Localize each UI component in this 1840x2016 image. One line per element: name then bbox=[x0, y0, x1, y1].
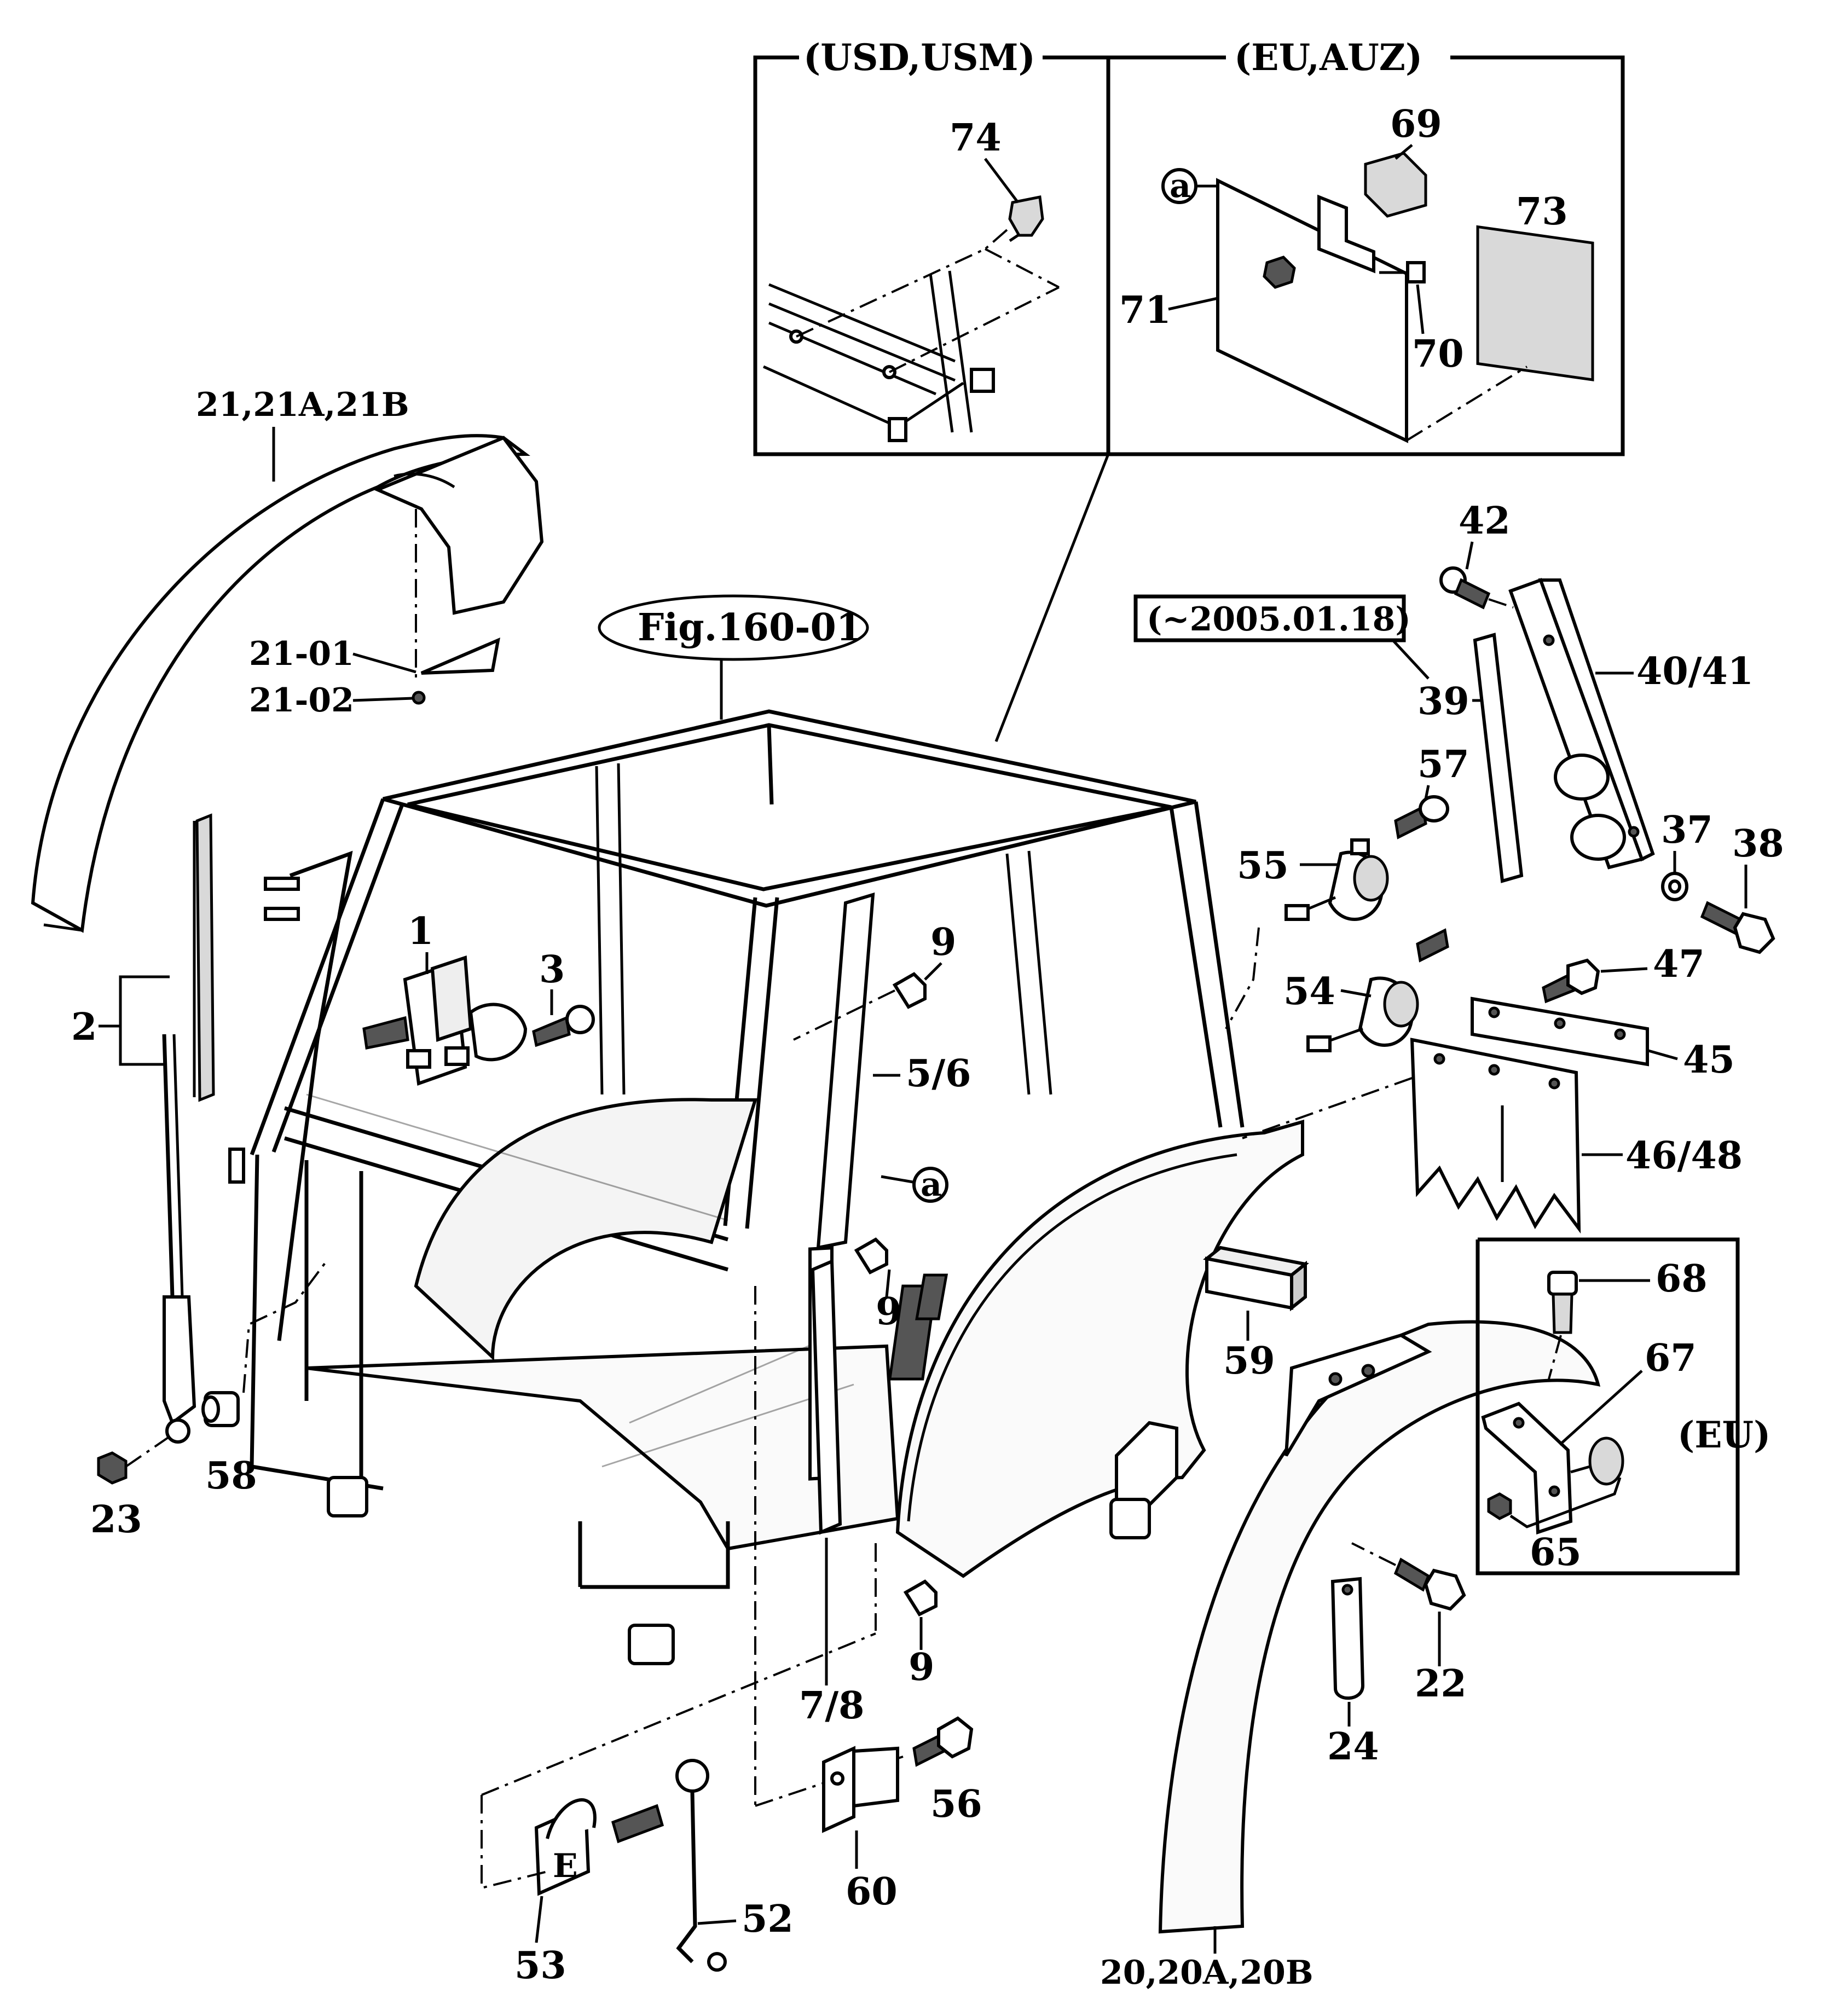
callout-69: 69 bbox=[1390, 102, 1442, 146]
callout-70: 70 bbox=[1412, 332, 1464, 376]
callout-24: 24 bbox=[1327, 1725, 1379, 1769]
callout-45: 45 bbox=[1683, 1038, 1735, 1082]
inset-eu-label: (EU) bbox=[1677, 1413, 1770, 1456]
callout-21: 21,21A,21B bbox=[196, 386, 409, 424]
rod-52 bbox=[611, 1759, 727, 1972]
bracket-40-41 bbox=[1508, 578, 1655, 870]
grommet-9a bbox=[892, 972, 927, 1009]
strip-45 bbox=[1471, 997, 1649, 1067]
plate-71 bbox=[1216, 178, 1408, 443]
wiper-blade-2 bbox=[193, 813, 215, 1102]
rail-7-8 bbox=[811, 1259, 842, 1535]
callout-58: 58 bbox=[205, 1454, 257, 1498]
grommet-9b bbox=[854, 1237, 888, 1275]
bolt-22 bbox=[1393, 1557, 1466, 1611]
callout-1: 1 bbox=[408, 909, 433, 953]
callout-7-8: 7/8 bbox=[799, 1684, 864, 1728]
callout-57: 57 bbox=[1417, 743, 1469, 786]
callout-53: 53 bbox=[514, 1944, 566, 1988]
callout-67: 67 bbox=[1645, 1336, 1697, 1380]
callout-37: 37 bbox=[1661, 808, 1713, 852]
bolt-42 bbox=[1439, 566, 1491, 610]
date-note-box: (~2005.01.18) bbox=[1133, 594, 1430, 680]
striker-53: E bbox=[534, 1798, 597, 1896]
reflector-73 bbox=[1476, 225, 1594, 381]
callout-2: 2 bbox=[71, 1005, 97, 1049]
inset-eu-auz: (EU,AUZ) a 69 73 71 70 bbox=[1043, 36, 1625, 456]
nut-23 bbox=[97, 1451, 128, 1485]
callout-59: 59 bbox=[1223, 1339, 1275, 1383]
rail-5-6 bbox=[816, 892, 875, 1250]
bolt-70 bbox=[1379, 261, 1426, 283]
bar-39 bbox=[1473, 633, 1524, 883]
block-59 bbox=[1203, 1245, 1309, 1312]
callout-71: 71 bbox=[1119, 288, 1171, 332]
callout-47: 47 bbox=[1653, 942, 1705, 986]
bracket-67 bbox=[1481, 1401, 1573, 1535]
callout-56: 56 bbox=[930, 1782, 982, 1826]
inset-eu: (EU) 68 67 65 bbox=[1476, 1237, 1770, 1575]
callout-54: 54 bbox=[1283, 970, 1335, 1013]
figure-reference-label: Fig.160-01 bbox=[638, 606, 862, 650]
nut-65 bbox=[1487, 1492, 1512, 1520]
callout-40-41: 40/41 bbox=[1636, 650, 1754, 693]
callout-68: 68 bbox=[1656, 1257, 1708, 1301]
inset-eu-auz-label: (EU,AUZ) bbox=[1234, 36, 1422, 79]
callout-22: 22 bbox=[1415, 1662, 1467, 1706]
latch-60 bbox=[822, 1746, 899, 1833]
callout-9a: 9 bbox=[930, 920, 956, 964]
callout-5-6: 5/6 bbox=[906, 1052, 971, 1096]
callout-55: 55 bbox=[1237, 844, 1289, 888]
callout-9c: 9 bbox=[909, 1646, 934, 1689]
inset-usd-frame-fragment bbox=[762, 229, 1060, 442]
cab-frame bbox=[228, 709, 1304, 1665]
wiper-arm-2 bbox=[162, 1034, 196, 1444]
svg-text:a: a bbox=[921, 1166, 942, 1204]
roof-21 bbox=[31, 434, 544, 933]
inset-usd-usm: (USD,USM) 74 bbox=[753, 36, 1110, 456]
bolt-56 bbox=[912, 1716, 974, 1767]
lamp-55 bbox=[1284, 838, 1389, 921]
fender-20 bbox=[1158, 1320, 1601, 1934]
callout-3: 3 bbox=[539, 948, 565, 992]
bolt-3 bbox=[532, 1005, 595, 1047]
callout-39: 39 bbox=[1417, 680, 1469, 723]
figure-reference: Fig.160-01 bbox=[598, 594, 869, 720]
svg-text:E: E bbox=[553, 1847, 578, 1885]
bolt-47 bbox=[1542, 958, 1600, 1004]
callout-46-48: 46/48 bbox=[1625, 1134, 1743, 1178]
callout-74: 74 bbox=[950, 116, 1002, 160]
date-note-label: (~2005.01.18) bbox=[1147, 600, 1411, 639]
spacer-58 bbox=[201, 1391, 240, 1427]
grommet-9c bbox=[903, 1579, 938, 1617]
callout-23: 23 bbox=[90, 1498, 142, 1542]
svg-text:a: a bbox=[1170, 167, 1191, 205]
clip-74 bbox=[1008, 195, 1044, 242]
seal-21-01 bbox=[412, 509, 500, 705]
callout-65: 65 bbox=[1530, 1531, 1582, 1574]
callout-20: 20,20A,20B bbox=[1100, 1954, 1314, 1992]
callout-21-01: 21-01 bbox=[249, 635, 354, 673]
callout-73: 73 bbox=[1516, 190, 1568, 234]
reflector-eu bbox=[1570, 1436, 1624, 1486]
strap-24 bbox=[1330, 1577, 1365, 1700]
washer-37 bbox=[1661, 872, 1688, 901]
callout-60: 60 bbox=[846, 1870, 898, 1914]
callout-52: 52 bbox=[742, 1897, 794, 1941]
bracket-69 bbox=[1364, 152, 1427, 218]
lamp-54 bbox=[1306, 928, 1449, 1052]
callout-9b: 9 bbox=[876, 1290, 901, 1334]
bolt-38 bbox=[1700, 901, 1775, 954]
callout-38: 38 bbox=[1732, 822, 1784, 866]
wiper-motor-1 bbox=[362, 955, 528, 1086]
callout-42: 42 bbox=[1459, 499, 1511, 543]
callout-21-02: 21-02 bbox=[249, 681, 354, 720]
mud-flap-46-48 bbox=[1410, 1038, 1581, 1234]
anchor-a-cab: a bbox=[881, 1166, 948, 1204]
bolt-68 bbox=[1547, 1271, 1578, 1334]
anchor-a-upper: a bbox=[1161, 167, 1218, 205]
bolt-57 bbox=[1394, 795, 1449, 839]
inset-usd-usm-label: (USD,USM) bbox=[803, 36, 1035, 79]
